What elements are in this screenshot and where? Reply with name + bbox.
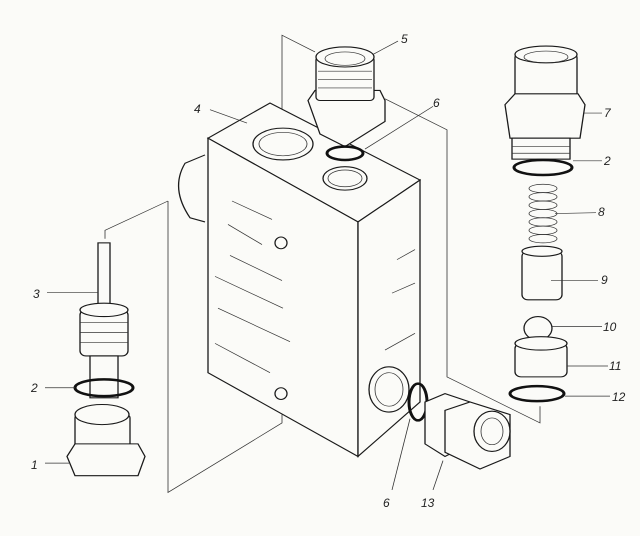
valve-block [177,102,422,458]
callout-1: 1 [31,458,38,472]
callout-5: 5 [401,32,408,46]
callout-3: 3 [33,287,40,301]
callout-9: 9 [601,273,608,287]
callout-11: 11 [609,359,621,373]
callout-labels: 1 2 3 4 5 6 7 2 8 9 10 11 12 6 13 [30,32,626,510]
callout-2-right: 2 [603,154,611,168]
callout-13: 13 [421,496,435,510]
o-ring-2-right [512,158,574,177]
callout-4: 4 [194,102,201,116]
o-ring-6-top [325,145,365,162]
drawing-layer [45,34,610,494]
callout-2-left: 2 [30,381,38,395]
o-ring-12 [508,384,566,403]
piston-9 [521,250,563,301]
leader-lines [45,40,610,491]
assembly-lines [104,34,541,494]
fitting-5 [307,46,386,162]
spring-8 [528,183,558,244]
fitting-7-assembly [504,45,586,403]
fitting-13 [407,382,511,470]
left-assembly [66,242,146,477]
callout-7: 7 [604,106,612,120]
callout-10: 10 [603,320,617,334]
callout-12: 12 [612,390,626,404]
callout-6-side: 6 [383,496,390,510]
callout-6-top: 6 [433,96,440,110]
callout-8: 8 [598,205,605,219]
